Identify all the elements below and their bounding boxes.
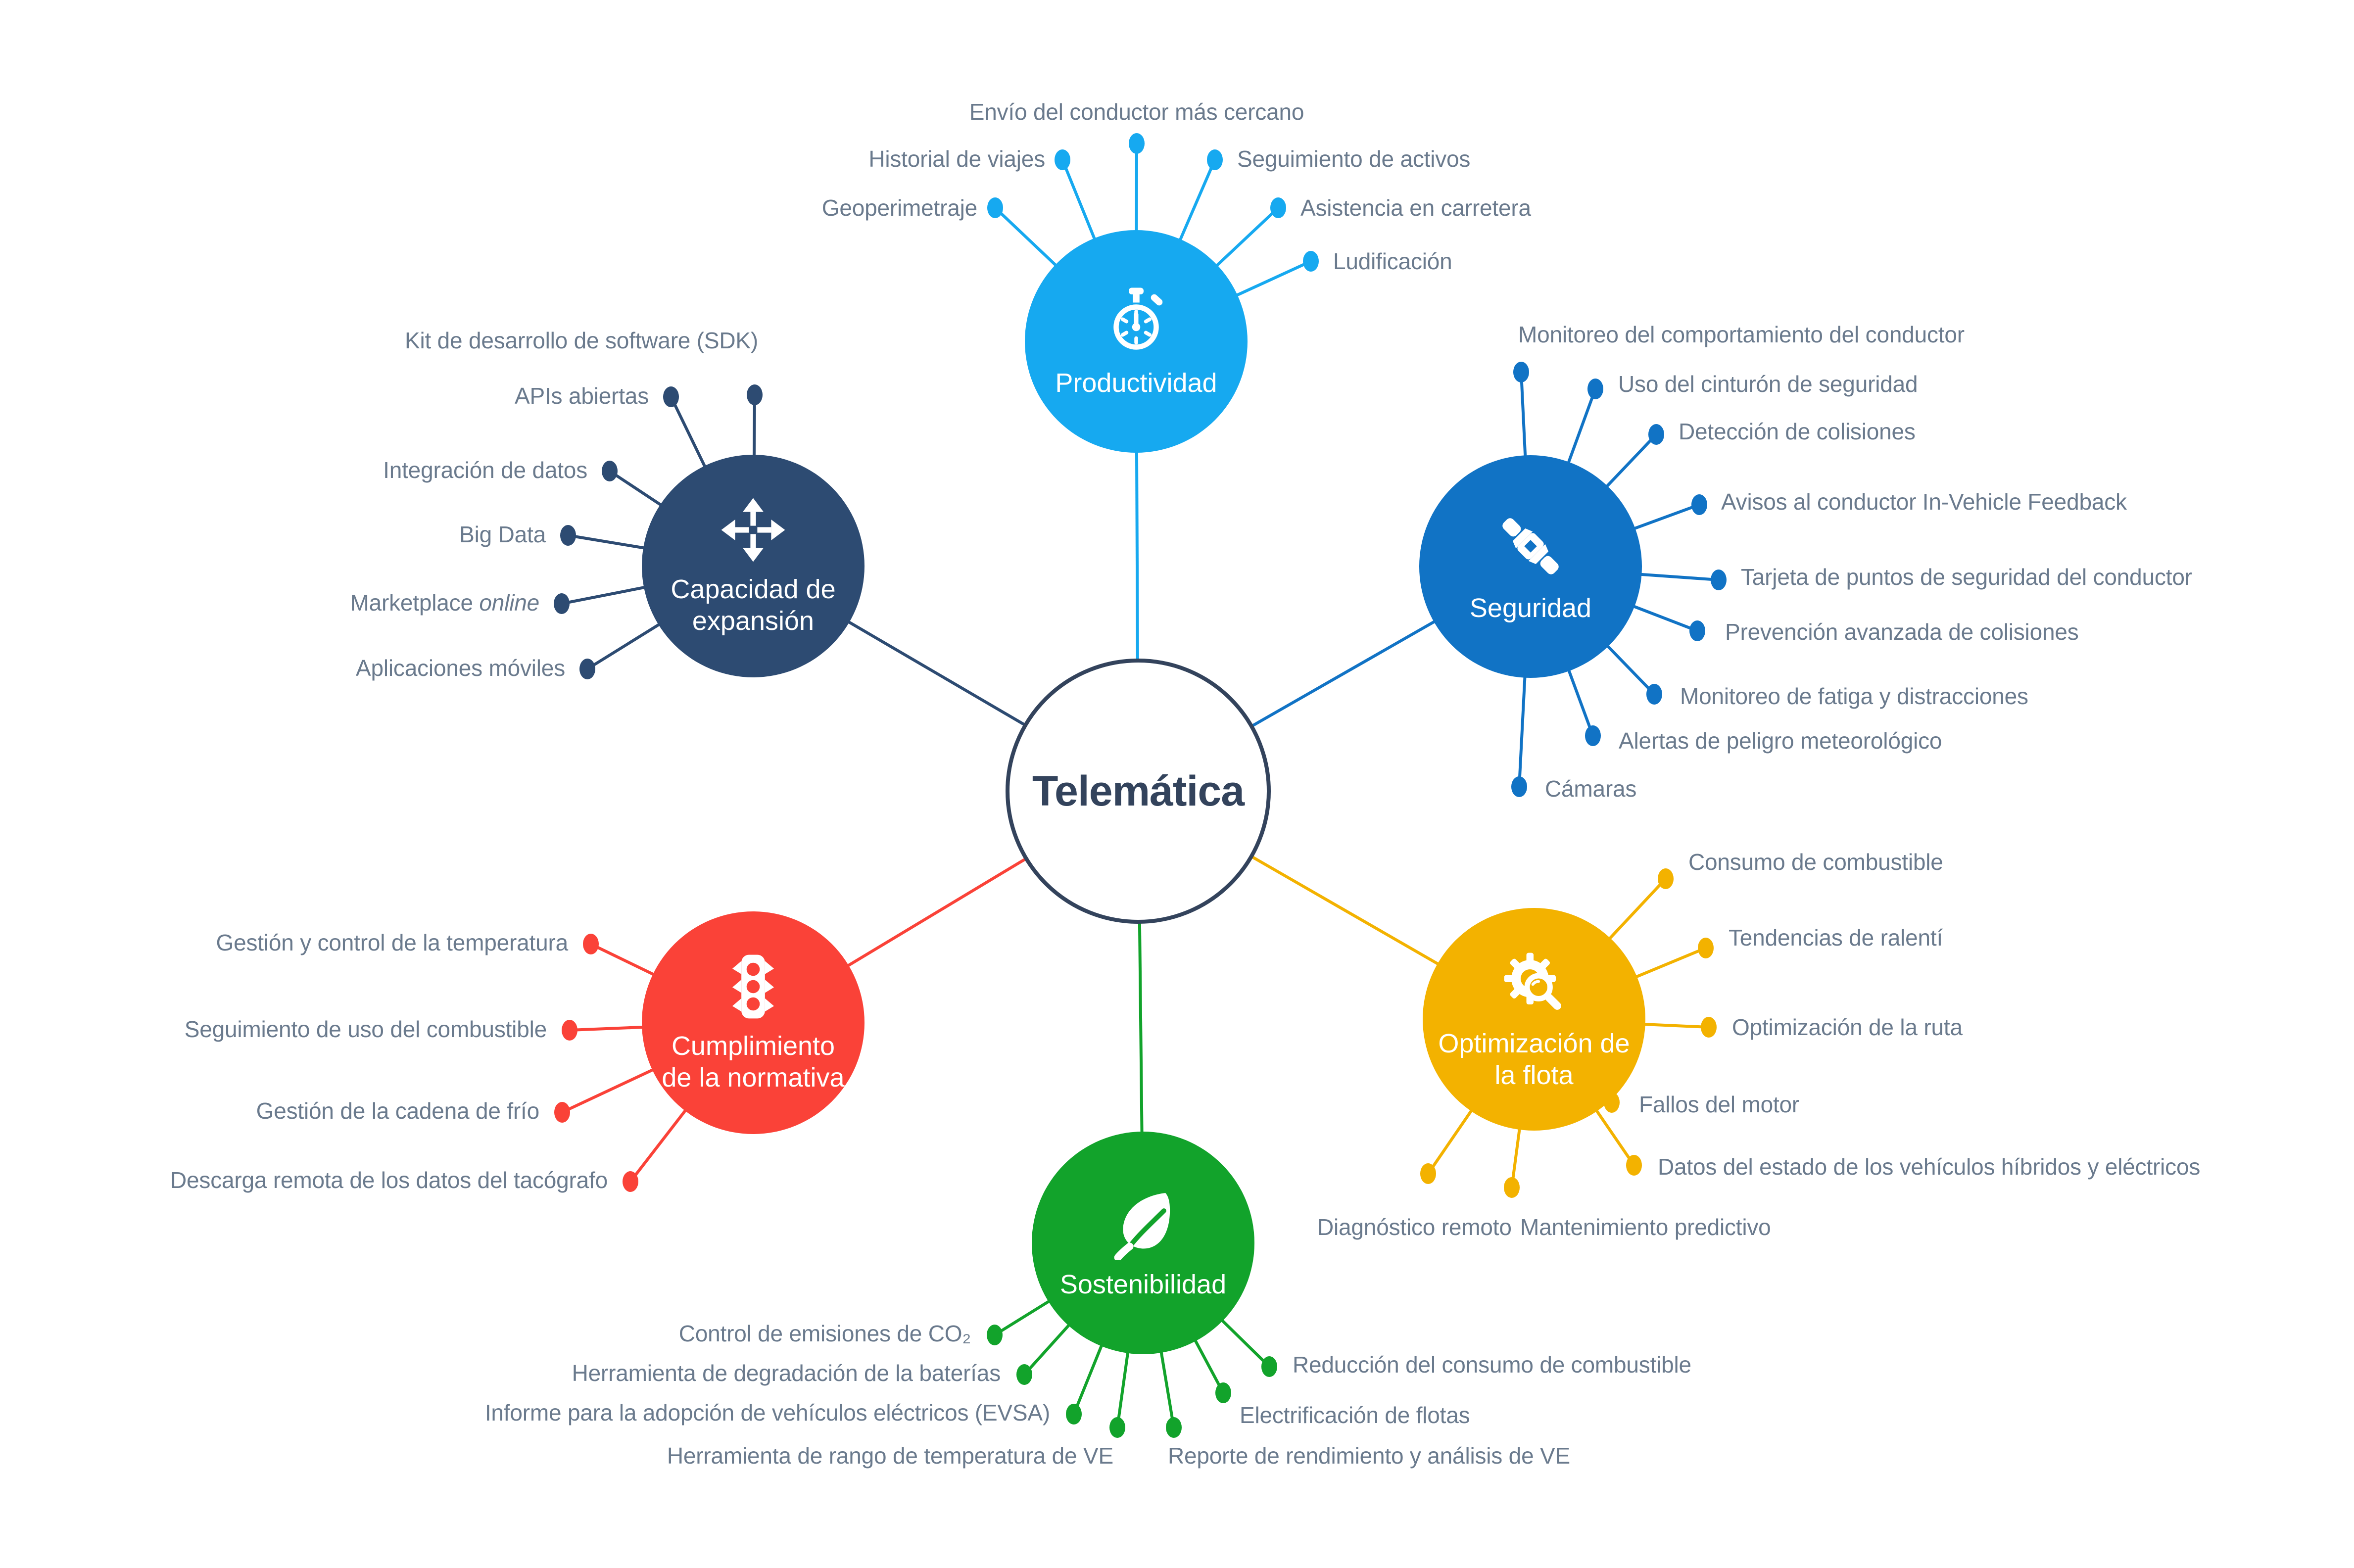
hub-cumplimiento[interactable]: Cumplimiento de la normativa: [642, 911, 865, 1134]
leaf-label: Control de emisiones de CO₂: [678, 1321, 971, 1346]
leaf-label: Uso del cinturón de seguridad: [1618, 371, 1918, 397]
leaf-label: Alertas de peligro meteorológico: [1619, 728, 1942, 754]
leaf-label: Reducción del consumo de combustible: [1293, 1352, 1691, 1378]
leaf-label: Monitoreo del comportamiento del conduct…: [1518, 322, 1965, 347]
leaf-label: Electrificación de flotas: [1240, 1402, 1470, 1428]
leaf-label: Detección de colisiones: [1679, 419, 1916, 444]
branch-dots-capacidad: [554, 384, 763, 679]
leaf-label: Informe para la adopción de vehículos el…: [484, 1400, 1050, 1425]
leaf-label: Tendencias de ralentí: [1729, 925, 1943, 950]
leaf-label: Kit de desarrollo de software (SDK): [405, 328, 758, 353]
leaf-label: Gestión de la cadena de frío: [256, 1098, 540, 1124]
hub-label-sostenibilidad: Sostenibilidad: [1059, 1269, 1227, 1299]
branch-dots-cumplimiento: [554, 934, 638, 1192]
hub-label-capacidad: Capacidad de expansión: [671, 574, 836, 636]
seatbelt-icon: [1493, 509, 1568, 586]
leaf-label: APIs abiertas: [515, 383, 649, 409]
leaf-label: Optimización de la ruta: [1732, 1014, 1963, 1040]
leaf-label: Aplicaciones móviles: [356, 655, 565, 681]
leaf-label: Envío del conductor más cercano: [969, 99, 1304, 125]
traffic-light-icon: [719, 952, 788, 1024]
leaf-label: Herramienta de rango de temperatura de V…: [667, 1443, 1113, 1469]
stopwatch-icon: [1099, 284, 1173, 361]
leaf-label: Seguimiento de uso del combustible: [184, 1016, 547, 1042]
leaf-label: Consumo de combustible: [1688, 849, 1943, 875]
leaf-label: Herramienta de degradación de la batería…: [572, 1360, 1001, 1386]
leaf-label: Reporte de rendimiento y análisis de VE: [1168, 1443, 1570, 1469]
leaf-label: Historial de viajes: [868, 146, 1045, 172]
branch-dots-seguridad: [1511, 362, 1727, 797]
hub-productividad[interactable]: Productividad: [1025, 230, 1248, 453]
center-node-telematica[interactable]: Telemática: [1006, 659, 1271, 924]
hub-seguridad[interactable]: Seguridad: [1419, 455, 1642, 678]
gear-magnifier-icon: [1498, 947, 1570, 1021]
leaf-label: Descarga remota de los datos del tacógra…: [170, 1167, 608, 1193]
center-label: Telemática: [1032, 767, 1245, 815]
expand-arrows-icon: [719, 495, 788, 567]
branch-dots-productividad: [987, 133, 1319, 272]
branch-dots-sostenibilidad: [987, 1325, 1277, 1438]
leaf-label: Asistencia en carretera: [1300, 195, 1531, 221]
leaf-label: Diagnóstico remoto: [1317, 1214, 1512, 1240]
leaf-label: Prevención avanzada de colisiones: [1725, 619, 2079, 645]
leaf-label: Big Data: [459, 522, 546, 547]
leaf-label: Tarjeta de puntos de seguridad del condu…: [1741, 564, 2192, 590]
hub-optimizacion[interactable]: Optimización de la flota: [1423, 908, 1645, 1131]
leaf-label: Fallos del motor: [1639, 1092, 1800, 1117]
leaf-label: Datos del estado de los vehículos híbrid…: [1658, 1154, 2201, 1180]
leaf-label: Geoperimetraje: [821, 195, 977, 221]
leaf-label: Integración de datos: [383, 457, 587, 483]
leaf-label: Monitoreo de fatiga y distracciones: [1680, 683, 2028, 709]
leaf-label: Cámaras: [1545, 776, 1637, 802]
leaf-label: Seguimiento de activos: [1237, 146, 1471, 172]
branch-dots-optimizacion: [1420, 868, 1717, 1198]
leaf-label-text: Marketplace: [350, 590, 473, 616]
leaf-label: Ludificación: [1333, 248, 1452, 274]
leaf-label: Gestión y control de la temperatura: [216, 930, 569, 955]
leaf-label: Mantenimiento predictivo: [1520, 1214, 1771, 1240]
leaf-icon: [1106, 1186, 1180, 1262]
hub-capacidad[interactable]: Capacidad de expansión: [642, 455, 865, 677]
hub-label-seguridad: Seguridad: [1469, 593, 1592, 623]
leaf-label-italic: online: [479, 590, 539, 616]
hub-label-cumplimiento: Cumplimiento de la normativa: [662, 1031, 845, 1093]
hub-sostenibilidad[interactable]: Sostenibilidad: [1032, 1132, 1254, 1354]
leaf-label: Marketplace online: [350, 589, 539, 616]
leaf-label: Avisos al conductor In-Vehicle Feedback: [1721, 489, 2127, 515]
hub-label-productividad: Productividad: [1055, 368, 1217, 398]
hub-label-optimizacion: Optimización de la flota: [1438, 1029, 1630, 1090]
